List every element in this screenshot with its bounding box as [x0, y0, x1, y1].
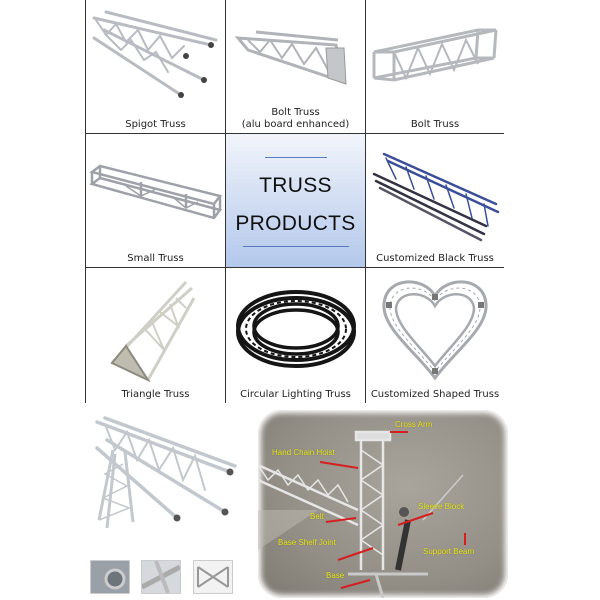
thumbnail-joint-detail[interactable]	[141, 560, 181, 594]
caption: Customized Black Truss	[376, 253, 494, 264]
title-line-1: TRUSS	[259, 174, 332, 197]
cell-bolt-truss-enhanced: Bolt Truss (alu board enhanced)	[226, 0, 366, 134]
label-base: Base	[326, 571, 345, 580]
cell-customized-black-truss: Customized Black Truss	[366, 134, 504, 268]
title-line-2: PRODUCTS	[235, 212, 356, 235]
cell-bolt-truss: Bolt Truss	[366, 0, 504, 134]
thumbnail-pipe-end[interactable]	[90, 560, 130, 594]
caption-line-2: (alu board enhanced)	[241, 119, 350, 130]
small-truss-image	[89, 164, 223, 220]
label-cross-arm: Cross Arm	[395, 420, 433, 429]
spigot-truss-image	[92, 10, 218, 98]
caption: Triangle Truss	[121, 389, 190, 400]
spigot-truss-photo-group	[85, 410, 255, 600]
assembly-photo	[258, 430, 466, 598]
title-top-divider	[264, 157, 327, 158]
caption: Spigot Truss	[125, 119, 186, 130]
black-truss-image	[372, 152, 500, 242]
large-spigot-truss-image	[95, 416, 237, 529]
label-belt: Belt	[310, 512, 324, 521]
truss-assembly-diagram: Cross Arm Hand Chain Hoist Sleeve Block …	[258, 410, 508, 598]
caption: Small Truss	[127, 253, 184, 264]
cell-customized-shaped-truss: Customized Shaped Truss	[366, 268, 504, 403]
caption: Circular Lighting Truss	[240, 389, 351, 400]
caption-line-1: Bolt Truss	[271, 107, 320, 118]
heart-truss-image	[382, 280, 488, 381]
bolt-truss-image	[372, 28, 498, 82]
thumbnail-truss-section[interactable]	[193, 560, 233, 594]
caption: Bolt Truss (alu board enhanced)	[226, 107, 365, 131]
label-sleeve-block: Sleeve Block	[418, 502, 465, 511]
label-support-beam: Support Beam	[423, 547, 475, 556]
circular-truss-image	[236, 290, 356, 368]
title-panel: TRUSS PRODUCTS	[226, 134, 366, 268]
title-bottom-divider	[242, 246, 349, 247]
cell-triangle-truss: Triangle Truss	[86, 268, 226, 403]
truss-products-grid: Spigot Truss Bolt Truss (alu board enhan…	[85, 0, 504, 403]
label-base-shelf-joint: Base Shelf Joint	[278, 538, 336, 547]
cell-spigot-truss: Spigot Truss	[86, 0, 226, 134]
bolt-truss-enhanced-image	[234, 30, 347, 85]
triangle-truss-image	[110, 280, 196, 383]
label-hand-chain-hoist: Hand Chain Hoist	[272, 448, 335, 457]
caption: Customized Shaped Truss	[370, 389, 500, 400]
caption: Bolt Truss	[410, 119, 460, 130]
cell-circular-lighting-truss: Circular Lighting Truss	[226, 268, 366, 403]
cell-small-truss: Small Truss	[86, 134, 226, 268]
